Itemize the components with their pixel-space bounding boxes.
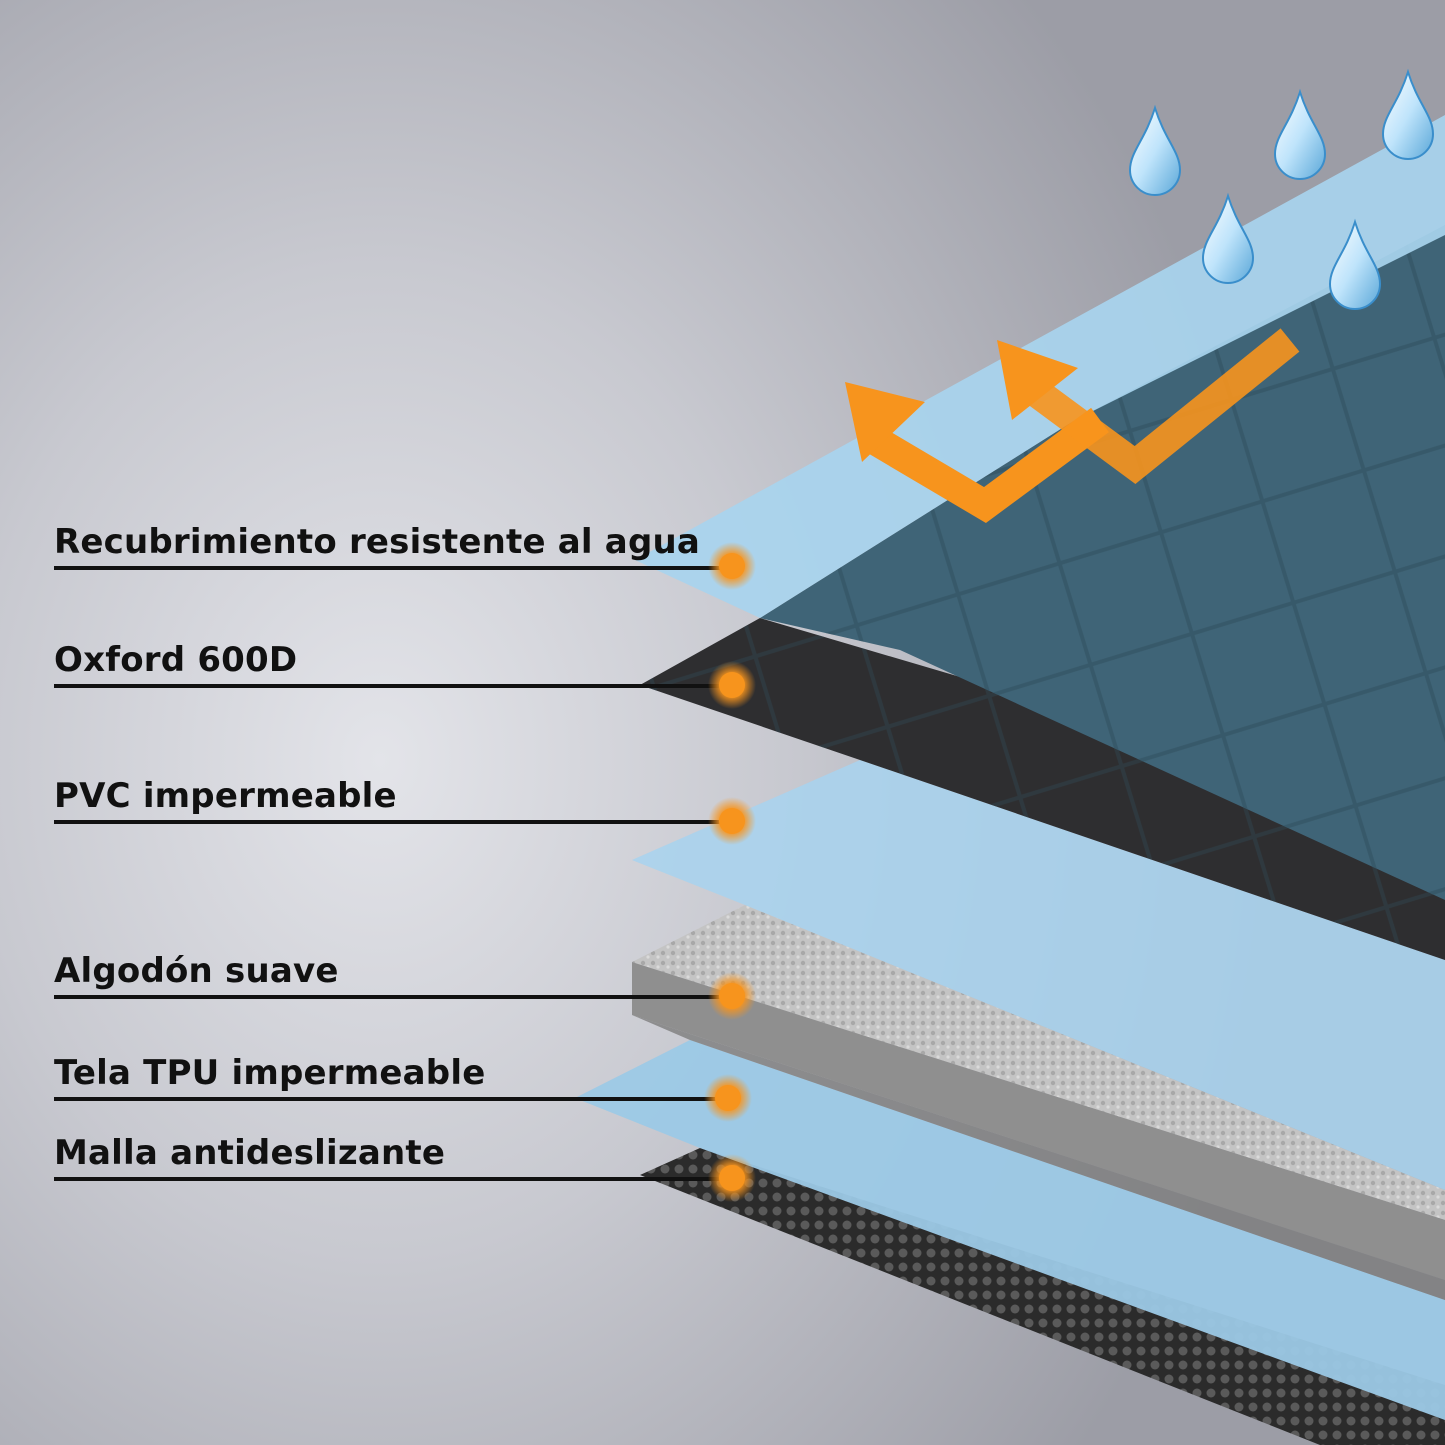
marker-dots — [704, 542, 756, 1202]
marker-dot — [708, 1154, 756, 1202]
label-oxford-600d: Oxford 600D — [54, 640, 298, 680]
label-non-slip-mesh: Malla antideslizante — [54, 1133, 446, 1173]
label-soft-cotton: Algodón suave — [54, 951, 339, 991]
label-tpu-fabric: Tela TPU impermeable — [54, 1053, 486, 1093]
water-drop-icon — [1381, 68, 1435, 160]
pvc-layer — [632, 760, 1445, 1190]
tpu-layer — [575, 1040, 1445, 1420]
water-drop-icon — [1273, 88, 1327, 180]
marker-dot — [704, 1074, 752, 1122]
marker-dot — [708, 797, 756, 845]
breathable-arrow-icon — [867, 328, 1300, 523]
marker-dot — [708, 661, 756, 709]
arrow-heads — [845, 340, 1078, 462]
oxford-layer — [640, 618, 1445, 960]
mesh-layer — [640, 1148, 1445, 1445]
marker-dot — [708, 542, 756, 590]
label-pvc: PVC impermeable — [54, 776, 397, 816]
cotton-layer — [632, 905, 1445, 1300]
water-drop-icon — [1201, 192, 1255, 284]
water-drop-icon — [1128, 104, 1182, 196]
arrow-head-icon — [997, 340, 1078, 420]
top-fabric-layer — [760, 225, 1445, 900]
water-drop-icon — [1328, 218, 1382, 310]
arrow-head-icon — [845, 382, 925, 462]
label-water-resistant-coating: Recubrimiento resistente al agua — [54, 522, 701, 562]
water-drops — [1128, 68, 1435, 310]
marker-dot — [708, 972, 756, 1020]
leader-lines — [54, 566, 722, 1181]
